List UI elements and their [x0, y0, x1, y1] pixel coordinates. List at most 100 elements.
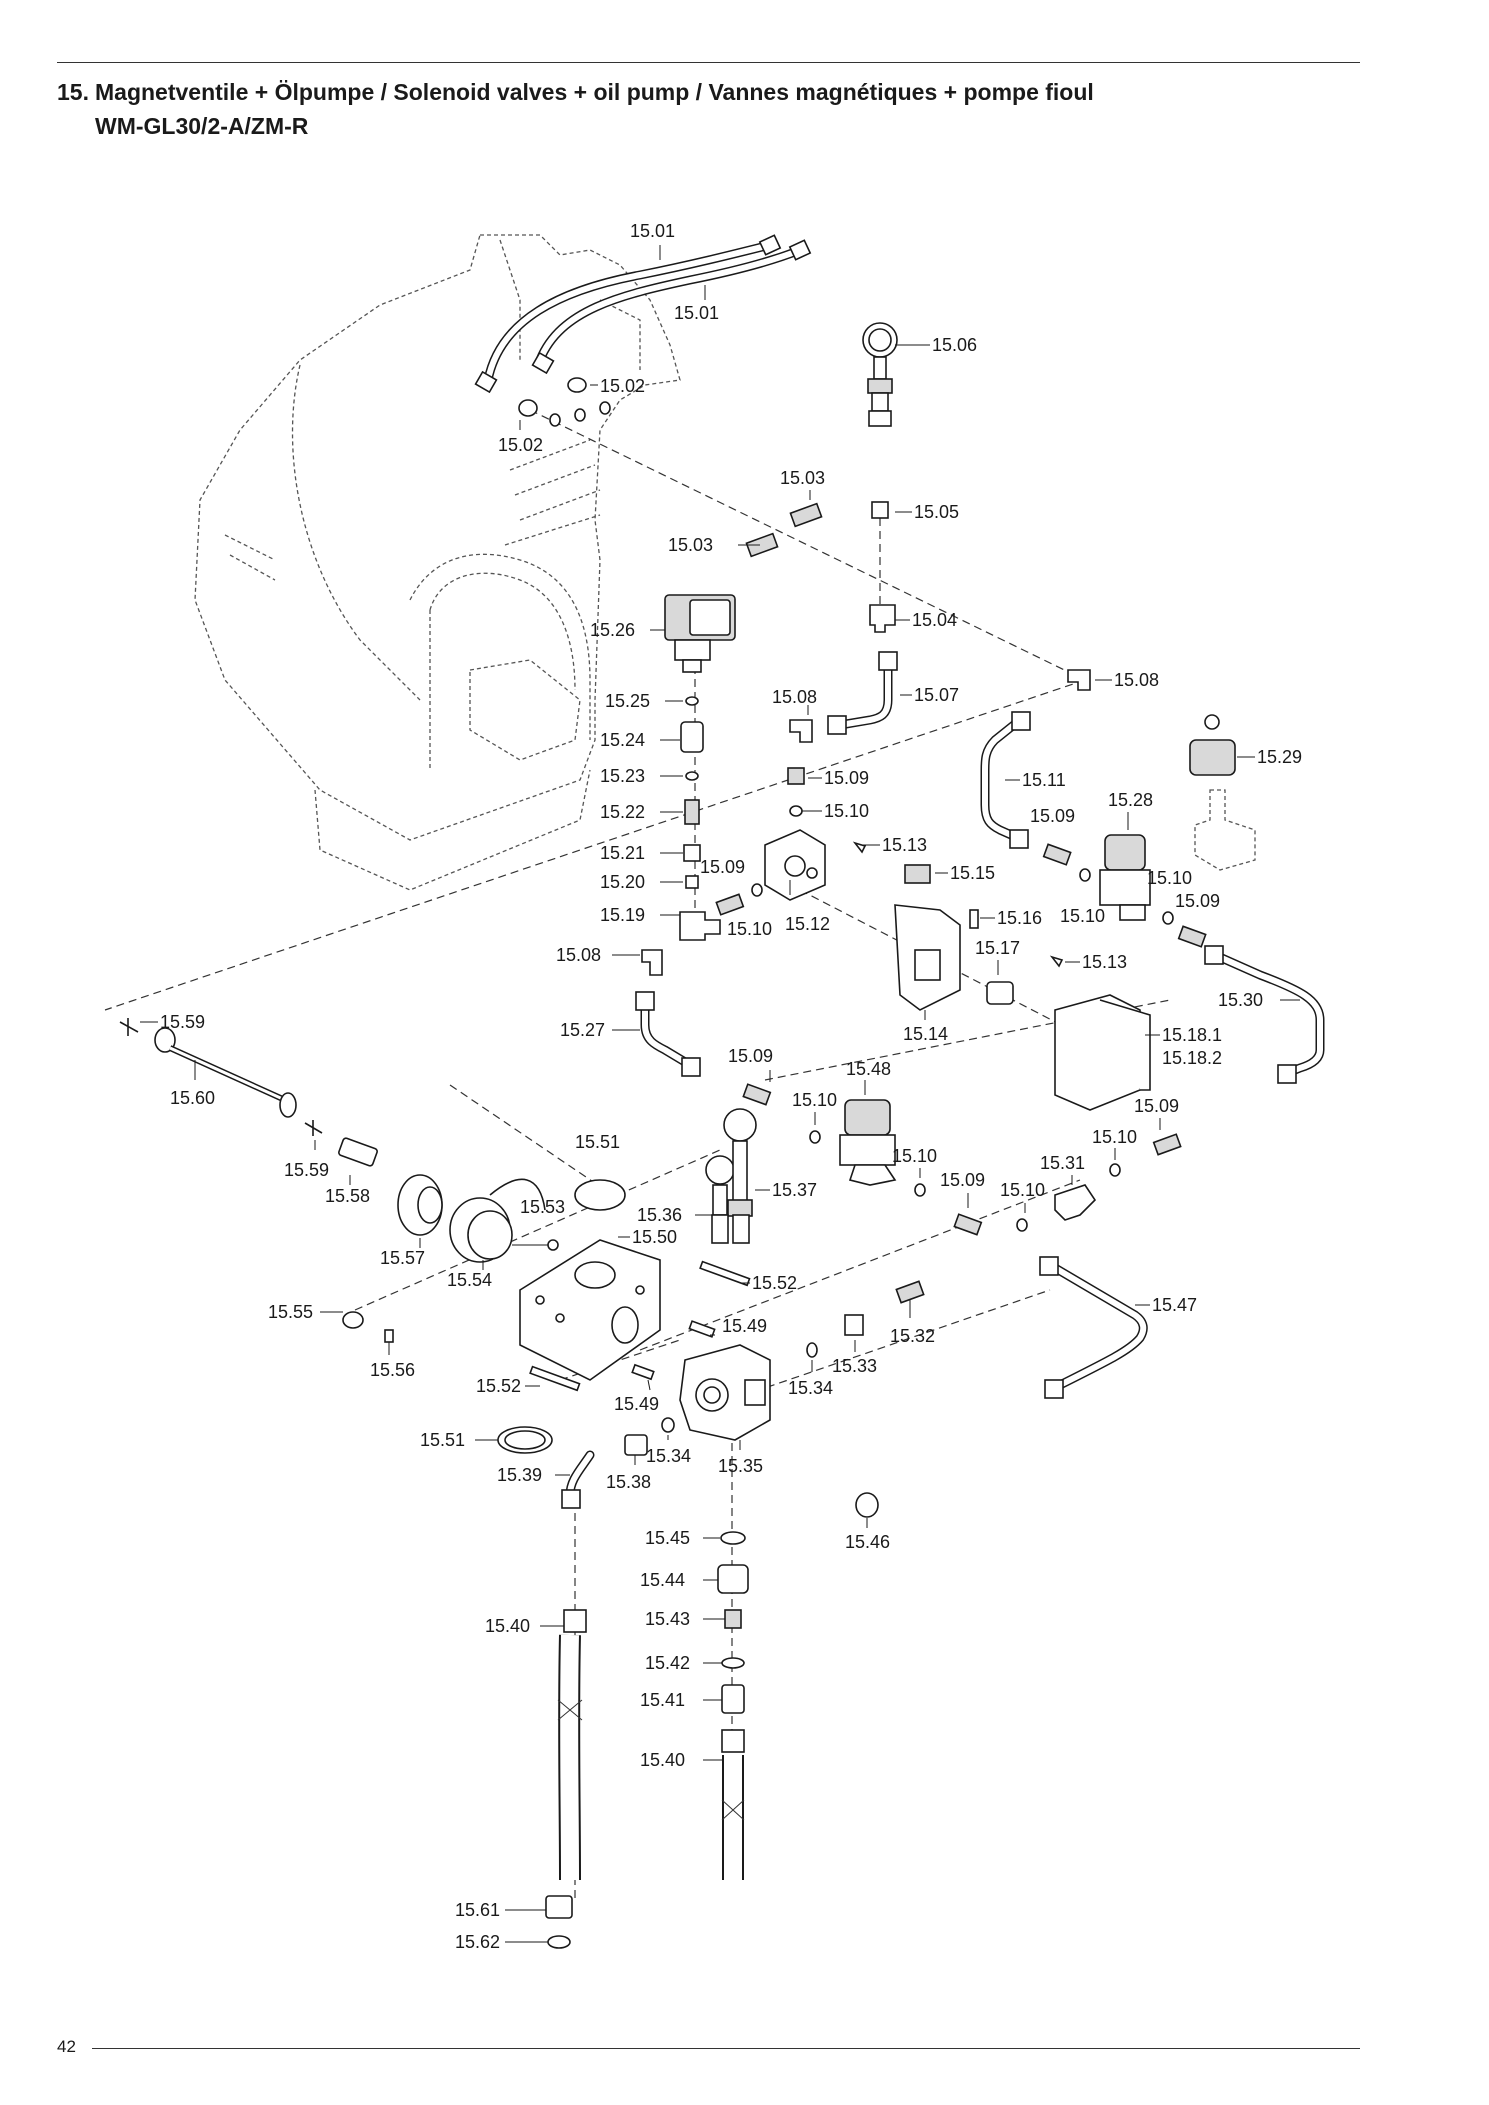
- pipe-15-47: [1039, 1256, 1148, 1399]
- label-15-03-a: 15.03: [780, 468, 825, 488]
- washer-15-53: [547, 1239, 559, 1251]
- solenoid-valve-15-48: [839, 1099, 897, 1186]
- label-15-52-a: 15.52: [752, 1273, 797, 1293]
- pipe-15-07: [827, 651, 898, 735]
- section-title: Magnetventile + Ölpumpe / Solenoid valve…: [95, 79, 1094, 105]
- label-15-10-a: 15.10: [824, 801, 869, 821]
- nut-15-05: [871, 501, 889, 519]
- nipple-15-61: [545, 1895, 573, 1919]
- label-15-40-a: 15.40: [485, 1616, 530, 1636]
- part-labels: 15.01 15.01 15.02 15.02 15.06 15.03 15.0…: [160, 221, 1302, 1952]
- coil-15-29: [1189, 714, 1256, 871]
- label-15-15: 15.15: [950, 863, 995, 883]
- nipple-15-22: [684, 799, 700, 825]
- label-15-10-b: 15.10: [727, 919, 772, 939]
- elbow-15-08-c: [641, 949, 663, 976]
- label-15-60: 15.60: [170, 1088, 215, 1108]
- tee-15-19: [679, 911, 721, 941]
- distributor-block-15-12: [764, 829, 826, 901]
- seal-15-10-e: [1109, 1163, 1121, 1177]
- seal-15-10-h: [914, 1183, 926, 1197]
- label-15-16: 15.16: [997, 908, 1042, 928]
- label-15-61: 15.61: [455, 1900, 500, 1920]
- label-15-13-a: 15.13: [882, 835, 927, 855]
- fitting-15-09-f: [953, 1213, 983, 1236]
- label-15-58: 15.58: [325, 1186, 370, 1206]
- seal-15-10-d: [1162, 911, 1174, 925]
- section-number: 15.: [57, 79, 89, 105]
- label-15-19: 15.19: [600, 905, 645, 925]
- label-15-17: 15.17: [975, 938, 1020, 958]
- label-15-38: 15.38: [606, 1472, 651, 1492]
- label-15-09-b: 15.09: [700, 857, 745, 877]
- elbow-15-08-b: [1067, 669, 1091, 691]
- solenoid-valve-15-28: [1099, 834, 1151, 921]
- seal-15-25: [685, 696, 699, 706]
- hose-15-40-a: [557, 1609, 587, 1881]
- ring-15-20: [685, 875, 699, 889]
- model-name: WM-GL30/2-A/ZM-R: [95, 113, 309, 139]
- clip-15-16: [969, 909, 979, 929]
- label-15-59-b: 15.59: [284, 1160, 329, 1180]
- label-15-48: 15.48: [846, 1059, 891, 1079]
- cover-15-51-a: [574, 1179, 626, 1211]
- label-15-54: 15.54: [447, 1270, 492, 1290]
- label-15-31: 15.31: [1040, 1153, 1085, 1173]
- label-15-10-c: 15.10: [1060, 906, 1105, 926]
- nipple-15-03-a: [789, 502, 823, 528]
- label-15-09-d: 15.09: [1175, 891, 1220, 911]
- label-15-03-b: 15.03: [668, 535, 713, 555]
- flange-15-57: [397, 1174, 443, 1236]
- fitting-15-09-e: [1152, 1133, 1182, 1156]
- elbow-15-08-a: [789, 719, 813, 743]
- label-15-47: 15.47: [1152, 1295, 1197, 1315]
- seal-15-62: [547, 1935, 571, 1949]
- fitting-15-09-a: [787, 767, 805, 785]
- oil-pump-15-35: [679, 1344, 771, 1441]
- label-15-56: 15.56: [370, 1360, 415, 1380]
- star-15-59-b: [304, 1120, 323, 1136]
- seal-15-10-b: [751, 883, 763, 897]
- oil-line-15-01: [474, 234, 812, 394]
- label-15-29: 15.29: [1257, 747, 1302, 767]
- shaft-15-60: [154, 1027, 297, 1118]
- label-15-41: 15.41: [640, 1690, 685, 1710]
- label-15-49-b: 15.49: [614, 1394, 659, 1414]
- label-15-50: 15.50: [632, 1227, 677, 1247]
- fitting-15-09-b: [715, 893, 745, 916]
- label-15-55: 15.55: [268, 1302, 313, 1322]
- label-15-06: 15.06: [932, 335, 977, 355]
- label-15-25: 15.25: [605, 691, 650, 711]
- label-15-42: 15.42: [645, 1653, 690, 1673]
- seal-15-34-b: [661, 1417, 675, 1433]
- label-15-52-b: 15.52: [476, 1376, 521, 1396]
- label-15-33: 15.33: [832, 1356, 877, 1376]
- label-15-10-e: 15.10: [792, 1090, 837, 1110]
- screw-15-13-a: [852, 841, 867, 854]
- label-15-01-a: 15.01: [630, 221, 675, 241]
- fitting-15-32: [895, 1280, 925, 1304]
- fitting-15-09-c: [1042, 843, 1072, 866]
- label-15-62: 15.62: [455, 1932, 500, 1952]
- top-rule: [57, 62, 1360, 63]
- tee-15-04: [869, 604, 896, 633]
- fitting-15-31: [1054, 1184, 1097, 1221]
- label-15-14: 15.14: [903, 1024, 948, 1044]
- pressure-switch-15-26: [664, 594, 736, 673]
- stud-15-49-b: [631, 1363, 655, 1381]
- label-15-53: 15.53: [520, 1197, 565, 1217]
- seal-15-10-a: [789, 805, 803, 817]
- label-15-57: 15.57: [380, 1248, 425, 1268]
- label-15-46: 15.46: [845, 1532, 890, 1552]
- nipple-15-03-b: [745, 532, 779, 558]
- fitting-15-09-g: [742, 1083, 772, 1106]
- label-15-22: 15.22: [600, 802, 645, 822]
- label-15-13-b: 15.13: [1082, 952, 1127, 972]
- label-15-10-f: 15.10: [892, 1146, 937, 1166]
- label-15-02-b: 15.02: [498, 435, 543, 455]
- seal-15-45: [720, 1531, 746, 1545]
- seal-15-42: [721, 1657, 745, 1669]
- pipe-15-30: [1204, 945, 1325, 1084]
- nut-15-46: [855, 1492, 879, 1518]
